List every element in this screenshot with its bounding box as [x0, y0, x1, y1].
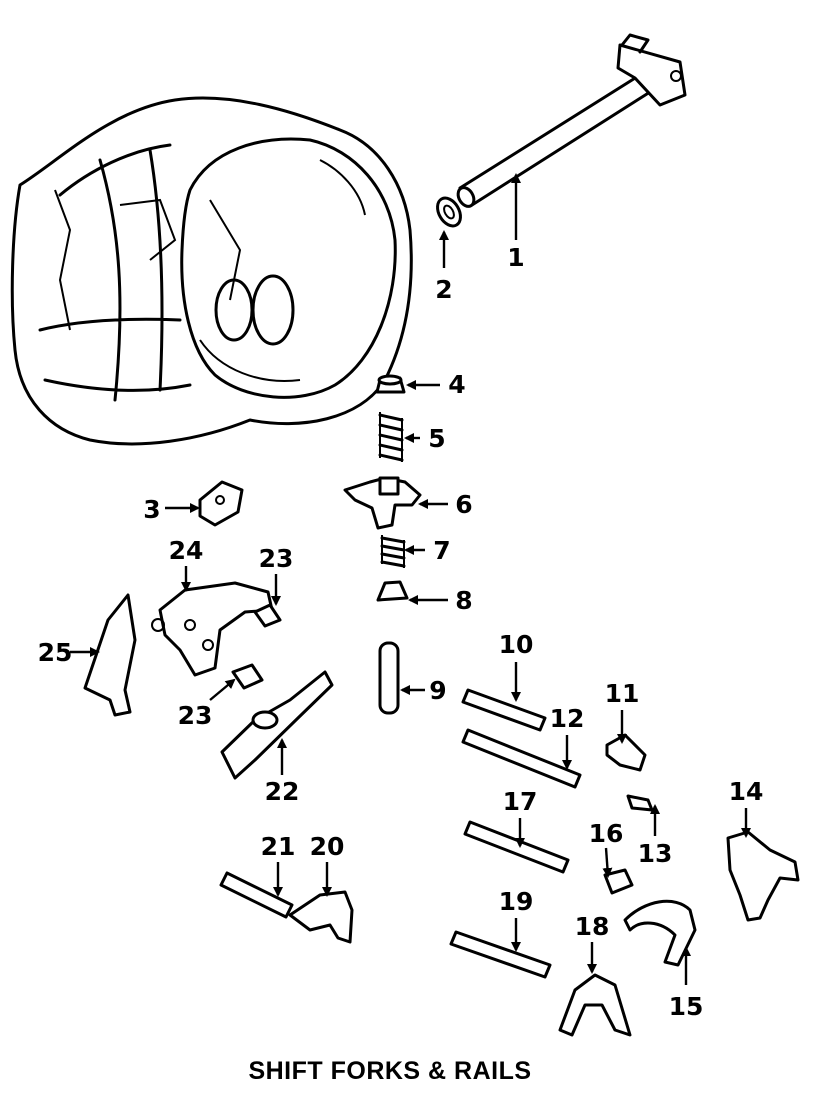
callout-4: 4: [448, 370, 465, 399]
callout-24: 24: [169, 536, 204, 565]
part-20-shift-fork: [288, 890, 354, 944]
callout-16: 16: [589, 819, 624, 848]
part-24-bracket: [151, 581, 274, 677]
part-1-shift-shaft: [456, 33, 687, 208]
leader-arrows: [70, 173, 751, 985]
callout-3: 3: [143, 495, 160, 524]
part-10-rail: [461, 688, 547, 732]
part-2-seal: [436, 196, 462, 228]
callout-22: 22: [265, 777, 300, 806]
callout-17: 17: [503, 787, 538, 816]
callout-12: 12: [550, 704, 585, 733]
part-3-bracket: [198, 480, 244, 527]
callout-6: 6: [455, 490, 472, 519]
part-8-cup: [376, 580, 409, 602]
part-18-shift-fork: [558, 973, 632, 1037]
part-6-shift-finger: [343, 476, 422, 530]
part-5-spring: [378, 412, 404, 462]
part-9-pin: [378, 641, 400, 715]
part-11-interlock: [605, 733, 647, 772]
transmission-housing: [10, 96, 413, 446]
callout-20: 20: [310, 832, 345, 861]
callout-21: 21: [261, 832, 296, 861]
callout-25: 25: [38, 638, 73, 667]
callout-9: 9: [429, 676, 446, 705]
callout-15: 15: [669, 992, 704, 1021]
part-12-rail: [461, 728, 582, 789]
part-4-cap: [375, 374, 406, 394]
callout-23-lower: 23: [178, 701, 213, 730]
part-23-bushing-lower: [231, 663, 264, 690]
callout-18: 18: [575, 912, 610, 941]
callout-5: 5: [428, 424, 445, 453]
part-17-rail: [463, 820, 570, 874]
part-7-spring: [380, 535, 406, 568]
callout-14: 14: [729, 777, 764, 806]
part-19-rail: [449, 930, 552, 979]
part-14-shift-fork: [726, 830, 800, 922]
callout-11: 11: [605, 679, 640, 708]
part-23-bushing-upper: [253, 603, 282, 628]
callout-7: 7: [433, 536, 450, 565]
part-21-rail: [219, 871, 294, 919]
callout-labels: 1 2 3 4 5 6 7 8 9 10 11 12 13 14 15 16 1…: [38, 243, 764, 1021]
part-15-shift-fork: [623, 899, 697, 967]
callout-13: 13: [638, 839, 673, 868]
callout-1: 1: [507, 243, 524, 272]
callout-19: 19: [499, 887, 534, 916]
part-22-shift-lever: [220, 670, 334, 780]
callout-8: 8: [455, 586, 472, 615]
part-25-plate: [83, 593, 137, 717]
callout-23-upper: 23: [259, 544, 294, 573]
part-13-plunger: [626, 794, 654, 812]
part-16-block: [603, 868, 634, 895]
diagram-title: SHIFT FORKS & RAILS: [248, 1057, 532, 1085]
callout-10: 10: [499, 630, 534, 659]
callout-2: 2: [435, 275, 452, 304]
